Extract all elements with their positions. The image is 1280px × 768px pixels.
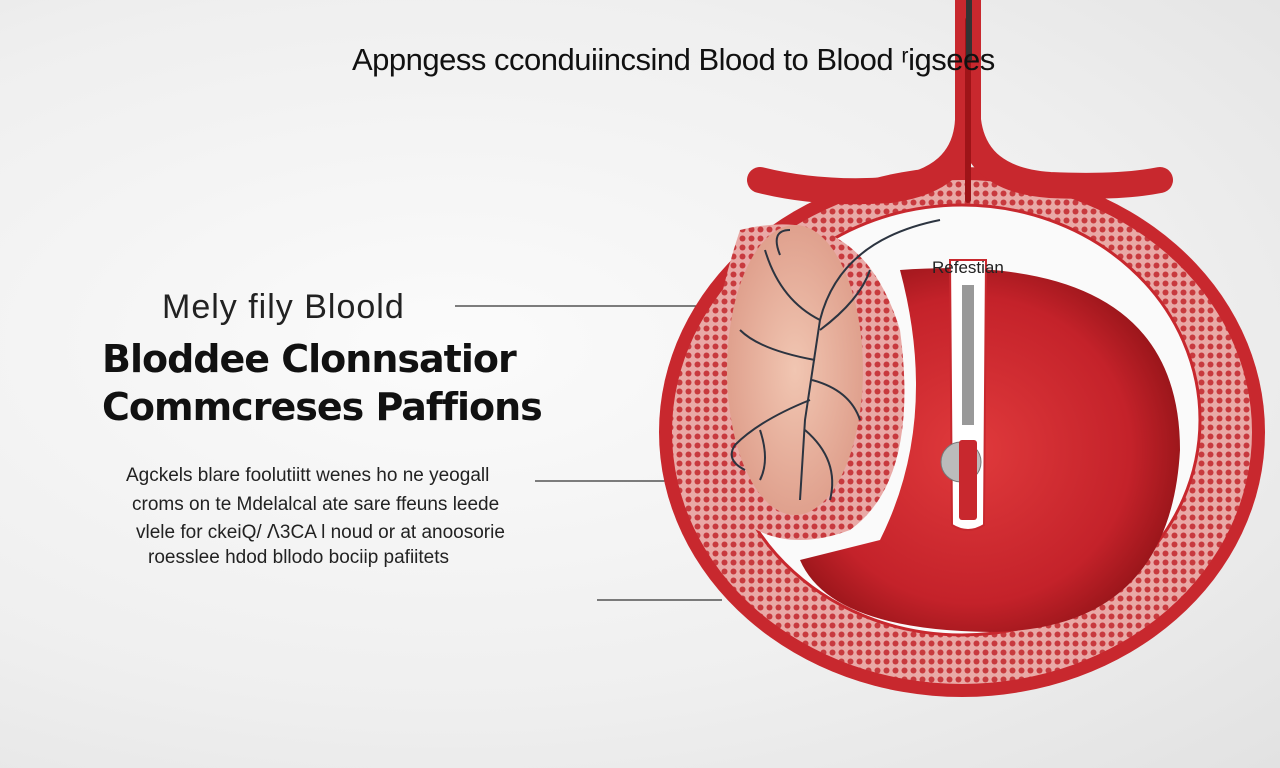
heading-line-2: Commcreses Paffions xyxy=(102,385,543,429)
vein-network xyxy=(730,219,941,501)
probe-instrument xyxy=(940,0,988,531)
body-text-line: roesslee hdod bllodo bociip pafiitets xyxy=(148,547,450,568)
blood-vessels xyxy=(747,0,1173,205)
body-text-line: croms on te Mdelalcal ate sare ffeuns le… xyxy=(132,494,500,515)
subtitle-label: Mely fily Bloold xyxy=(162,288,405,326)
body-text-line: vlele for ckeiQ/​ ᐱ3CA l noud or at anoo… xyxy=(136,522,505,543)
diagram-title: Appngess cconduiincsind Blood to Blood ʳ… xyxy=(352,42,995,77)
blood-chamber xyxy=(800,268,1180,632)
tissue-lobe xyxy=(727,225,863,515)
body-text-line: Agckels blare foolutiitt wenes ho ne yeo… xyxy=(126,465,490,486)
heading-line-1: Bloddee Clonnsatior xyxy=(102,337,517,381)
diagram-callout-label: Refestian xyxy=(932,258,1004,277)
